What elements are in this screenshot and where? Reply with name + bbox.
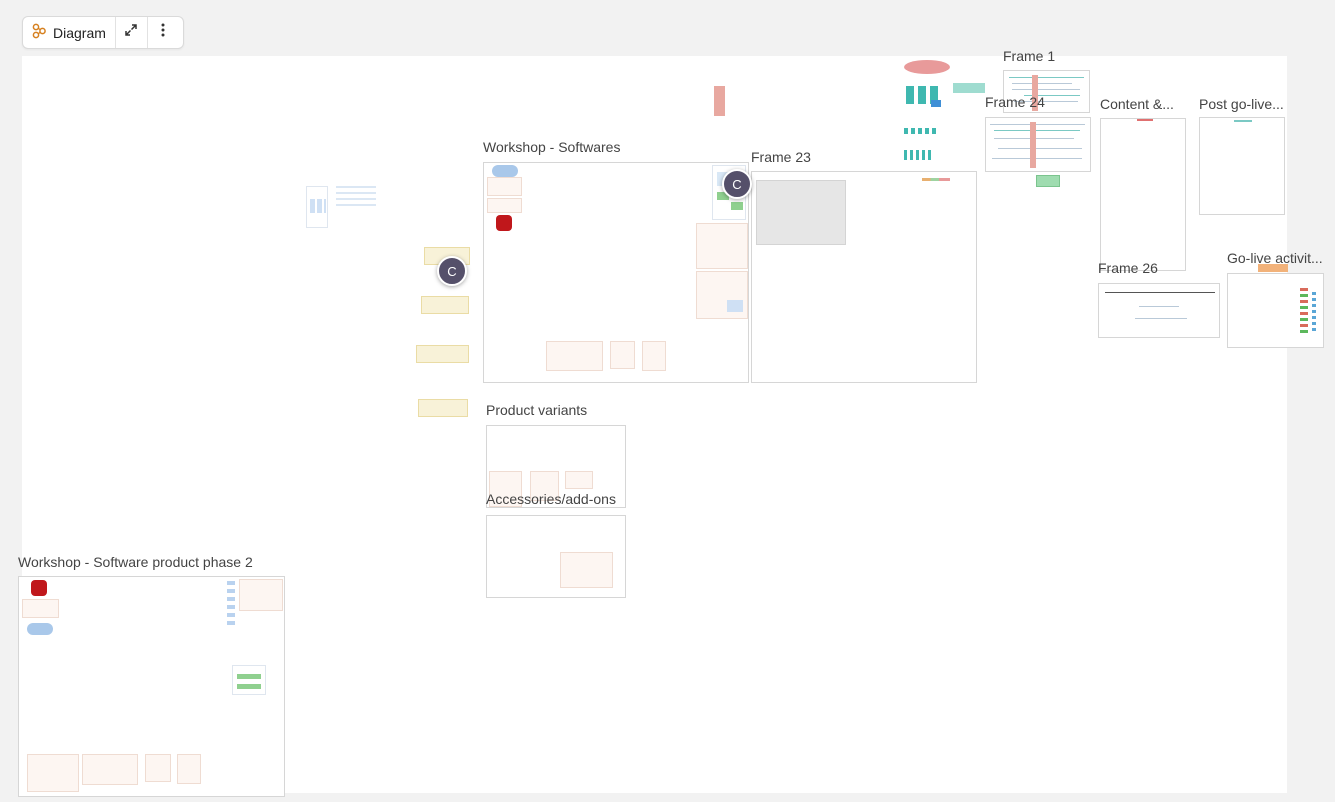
- sticky-card[interactable]: [82, 754, 138, 785]
- more-options-button[interactable]: [148, 17, 179, 48]
- sticky-card[interactable]: [177, 754, 201, 784]
- sticky-card[interactable]: [530, 471, 559, 501]
- sticky-card[interactable]: [565, 471, 593, 489]
- frame-workshop-softwares[interactable]: [483, 162, 749, 383]
- small-diagram[interactable]: [904, 150, 932, 160]
- frame-24-sticky[interactable]: [1036, 175, 1060, 187]
- flow-group[interactable]: [232, 665, 266, 695]
- diagram-toolbar: Diagram: [22, 16, 184, 49]
- diagram-icon: [31, 23, 47, 42]
- sticky-card[interactable]: [27, 754, 79, 792]
- small-diagram[interactable]: [418, 399, 468, 417]
- small-diagram[interactable]: [931, 100, 941, 107]
- frame-title-workshop-softwares[interactable]: Workshop - Softwares: [483, 139, 621, 155]
- frame-title-frame-23[interactable]: Frame 23: [751, 149, 811, 165]
- sticky-group[interactable]: [696, 271, 748, 319]
- sticky-note[interactable]: [487, 177, 522, 196]
- sticky-group[interactable]: [696, 223, 748, 269]
- frame-product-variants[interactable]: [486, 425, 626, 508]
- stop-shape[interactable]: [31, 580, 47, 596]
- small-diagram[interactable]: [904, 128, 936, 134]
- expand-icon: [124, 23, 138, 42]
- sticky-card[interactable]: [560, 552, 613, 588]
- frame-frame-24[interactable]: [985, 117, 1091, 172]
- frame-title-frame-24[interactable]: Frame 24: [985, 94, 1045, 110]
- cloud-shape[interactable]: [27, 623, 53, 635]
- frame-title-accessories[interactable]: Accessories/add-ons: [486, 491, 616, 507]
- diagram-button[interactable]: Diagram: [23, 17, 116, 48]
- small-diagram[interactable]: [306, 186, 328, 228]
- frame-title-frame-1[interactable]: Frame 1: [1003, 48, 1056, 64]
- expand-button[interactable]: [116, 17, 148, 48]
- frame-go-live-activities[interactable]: [1227, 264, 1324, 348]
- collaborator-avatar[interactable]: C: [437, 256, 467, 286]
- small-diagram[interactable]: [904, 60, 950, 74]
- frame-frame-1[interactable]: [1003, 70, 1090, 113]
- frame-frame-26[interactable]: [1098, 283, 1220, 338]
- sticky-note[interactable]: [487, 198, 522, 213]
- frame-title-go-live-activities[interactable]: Go-live activit...: [1227, 250, 1323, 266]
- sticky-card[interactable]: [546, 341, 603, 371]
- frame-content[interactable]: [1100, 118, 1186, 271]
- sticky-card[interactable]: [145, 754, 171, 782]
- small-diagram[interactable]: [421, 296, 469, 314]
- sticky-note[interactable]: [22, 599, 59, 618]
- small-diagram[interactable]: [714, 86, 725, 116]
- frame-frame-23[interactable]: [751, 171, 977, 383]
- sticky-card[interactable]: [642, 341, 666, 371]
- sticky-card[interactable]: [489, 471, 522, 507]
- frame-title-frame-26[interactable]: Frame 26: [1098, 260, 1158, 276]
- stop-shape[interactable]: [496, 215, 512, 231]
- frame-title-post-go-live[interactable]: Post go-live...: [1199, 96, 1284, 112]
- collaborator-avatar[interactable]: C: [722, 169, 752, 199]
- small-diagram[interactable]: [336, 186, 376, 208]
- frame-title-workshop-phase-2[interactable]: Workshop - Software product phase 2: [18, 554, 253, 570]
- frame-workshop-phase-2[interactable]: [18, 576, 285, 797]
- frame-accessories[interactable]: [486, 515, 626, 598]
- diagram-label: Diagram: [53, 24, 106, 41]
- cloud-shape[interactable]: [492, 165, 518, 177]
- frame-title-product-variants[interactable]: Product variants: [486, 402, 588, 418]
- frame-title-content[interactable]: Content &...: [1100, 96, 1174, 112]
- sticky-card[interactable]: [239, 579, 283, 611]
- image-placeholder[interactable]: [756, 180, 846, 245]
- sticky-card[interactable]: [610, 341, 635, 369]
- frame-post-go-live[interactable]: [1199, 117, 1285, 215]
- small-diagram[interactable]: [906, 86, 942, 104]
- more-vertical-icon: [161, 23, 165, 42]
- small-diagram[interactable]: [953, 83, 985, 93]
- small-diagram[interactable]: [416, 345, 469, 363]
